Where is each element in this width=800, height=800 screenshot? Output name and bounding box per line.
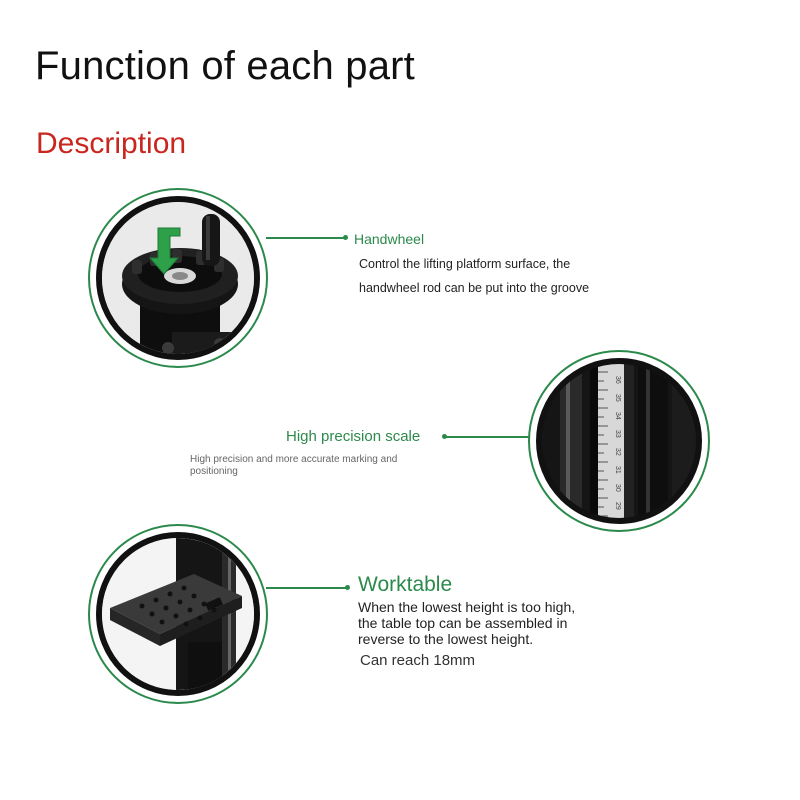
worktable-photo <box>96 532 260 696</box>
scale-label: High precision scale <box>286 428 421 445</box>
scale-image-circle: 36 35 34 33 32 31 30 29 <box>528 350 710 532</box>
section-subtitle: Description <box>36 127 187 160</box>
handwheel-connector-dot <box>343 235 348 240</box>
scale-tick-30: 30 <box>614 484 621 492</box>
worktable-connector-line <box>266 587 348 589</box>
worktable-extra: Can reach 18mm <box>360 652 476 669</box>
scale-tick-29: 29 <box>614 502 621 510</box>
scale-photo: 36 35 34 33 32 31 30 29 <box>536 358 702 524</box>
scale-connector-dot <box>442 434 447 439</box>
handwheel-connector-line <box>266 237 346 239</box>
scale-tick-36: 36 <box>614 376 621 384</box>
worktable-connector-dot <box>345 585 350 590</box>
worktable-desc: When the lowest height is too high, the … <box>358 599 576 647</box>
handwheel-desc-line-1: Control the lifting platform surface, th… <box>359 257 571 271</box>
worktable-image-circle <box>88 524 268 704</box>
worktable-label: Worktable <box>358 573 453 596</box>
page-title: Function of each part <box>35 44 415 88</box>
handwheel-desc-line-2: handwheel rod can be put into the groove <box>359 281 590 295</box>
scale-tick-34: 34 <box>614 412 621 420</box>
scale-tick-32: 32 <box>614 448 621 456</box>
handwheel-image-circle <box>88 188 268 368</box>
scale-tick-33: 33 <box>614 430 621 438</box>
handwheel-photo <box>96 196 260 360</box>
scale-tick-35: 35 <box>614 394 621 402</box>
scale-connector-line <box>445 436 531 438</box>
handwheel-label: Handwheel <box>354 231 425 247</box>
scale-tick-31: 31 <box>614 466 621 474</box>
scale-desc: High precision and more accurate marking… <box>190 454 398 477</box>
